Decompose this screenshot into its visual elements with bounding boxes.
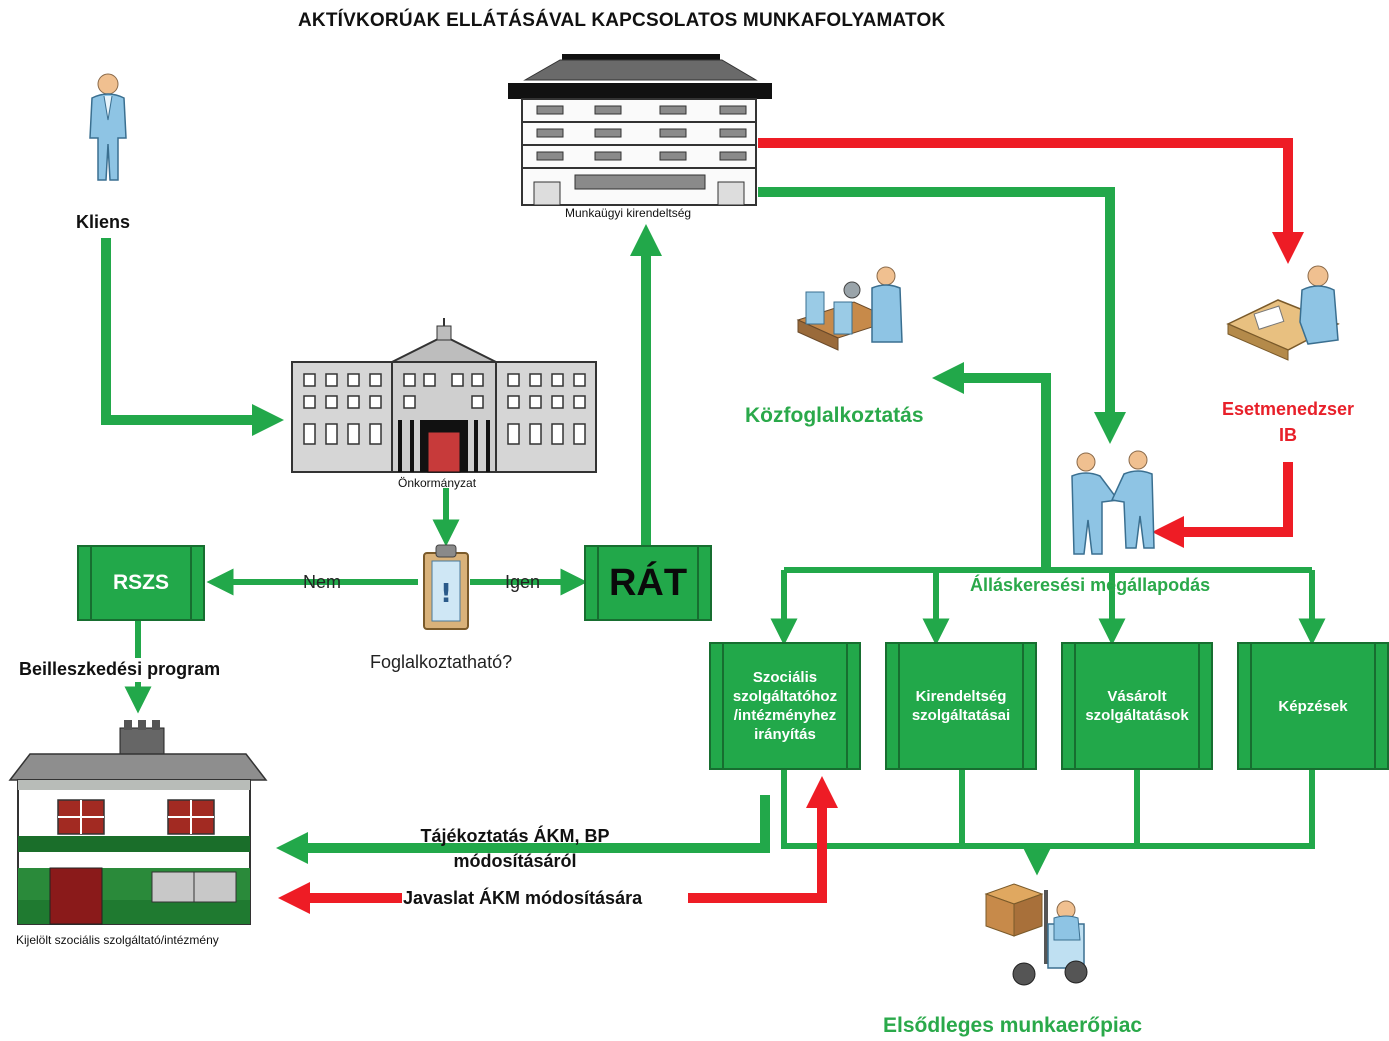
rat-box: RÁT [584,545,712,621]
service-box-vasarolt: Vásárolt szolgáltatások [1061,642,1213,770]
clipboard-question-icon: ! [423,544,469,630]
arrow-munkaugyi-to-handshake [758,187,1127,445]
foglalkoztathato-label: Foglalkoztatható? [370,652,513,672]
esetmenedzser-line-1: Esetmenedzser [1221,399,1355,419]
service-kirendeltseg-line-2: szolgáltatásai [911,707,1011,724]
handshake-icon [1071,450,1155,555]
allaskeresesi-label: Álláskeresési megállapodás [970,575,1211,595]
beilleszkedesi-label: Beilleszkedési program [19,659,221,679]
tajekoztatas-line-2: módosításáról [453,851,577,871]
service-box-szocialis: Szociális szolgáltatóhoz /intézményhez i… [709,642,861,770]
arrow-esetmenedzser-to-handshake [1151,462,1293,549]
kozfoglalkoztatas-label: Közfoglalkoztatás [745,404,924,427]
tajekoztatas-label: Tájékoztatás ÁKM, BP módosításáról [390,824,640,874]
arrow-tajekoztatas [275,795,770,865]
onkormanyzat-label: Önkormányzat [398,476,477,490]
igen-label: Igen [505,572,541,592]
service-box-szocialis-text: Szociális szolgáltatóhoz /intézményhez i… [733,668,837,744]
diagram-title: AKTÍVKORÚAK ELLÁTÁSÁVAL KAPCSOLATOS MUNK… [298,10,946,31]
kijelolt-label: Kijelölt szociális szolgáltató/intézmény [16,933,219,947]
service-szocialis-line-1: Szociális [752,669,818,686]
nem-label: Nem [303,572,342,592]
service-szocialis-line-4: irányítás [754,726,816,743]
service-box-kepzesek: Képzések [1237,642,1389,770]
esetmenedzser-label: Esetmenedzser IB [1206,396,1370,448]
service-kepzesek-line-1: Képzések [1278,697,1348,715]
forklift-icon [984,883,1088,986]
service-vasarolt-line-2: szolgáltatások [1085,707,1189,724]
rat-label: RÁT [608,561,688,604]
arrow-kliens-to-onkormanyzat [101,238,285,437]
tajekoztatas-line-1: Tájékoztatás ÁKM, BP [420,826,610,846]
service-box-kirendeltseg: Kirendeltség szolgáltatásai [885,642,1037,770]
worker-machine-icon [796,266,903,351]
service-kirendeltseg-line-1: Kirendeltség [915,688,1007,705]
arrow-javaslat [688,775,839,903]
rszs-box: RSZS [77,545,205,621]
service-szocialis-line-2: szolgáltatóhoz [732,688,838,705]
person-icon [89,73,127,181]
svg-text:!: ! [440,579,452,609]
town-hall-icon [291,318,597,473]
kliens-label: Kliens [76,212,131,232]
javaslat-label: Javaslat ÁKM módosítására [403,888,643,908]
arrow-munkaugyi-to-esetmenedzser [758,138,1305,265]
service-box-kirendeltseg-text: Kirendeltség szolgáltatásai [912,687,1010,725]
house-icon [8,720,268,925]
rszs-label: RSZS [112,571,169,594]
esetmenedzser-line-2: IB [1279,425,1297,445]
service-box-kepzesek-text: Képzések [1278,697,1347,716]
service-box-vasarolt-text: Vásárolt szolgáltatások [1085,687,1188,725]
desk-worker-icon [1226,265,1340,361]
office-building-icon [508,54,772,206]
service-szocialis-line-3: /intézményhez [733,707,837,724]
service-vasarolt-line-1: Vásárolt [1107,688,1167,705]
elsodleges-label: Elsődleges munkaerőpiac [883,1014,1143,1037]
munkaugyi-label: Munkaügyi kirendeltség [565,206,692,220]
merge-bar [781,770,1315,849]
arrow-to-kozfoglalkoztatas [931,361,1051,570]
